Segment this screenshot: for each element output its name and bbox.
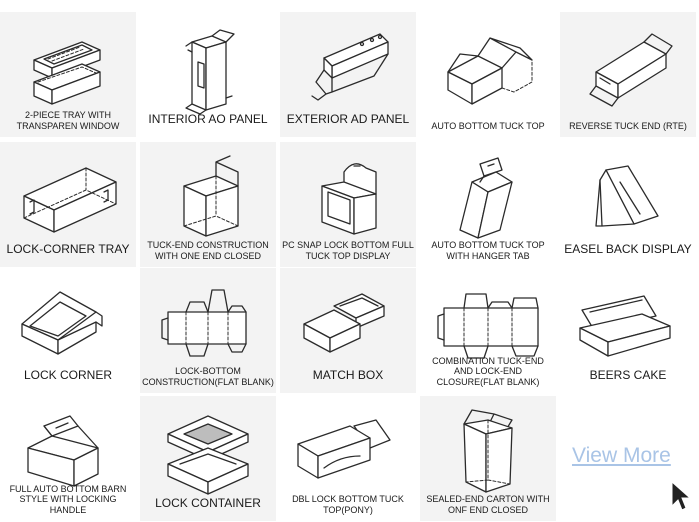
tile-label: AUTO BOTTOM TUCK TOP WITH HANGER TAB (431, 240, 545, 261)
sealed-end-carton-icon (463, 409, 513, 493)
tile-tuck-end[interactable]: TUCK-END CONSTRUCTION WITH ONE END CLOSE… (140, 142, 276, 267)
tile-label: BEERS CAKE (589, 368, 667, 383)
auto-bottom-tuck-top-icon (447, 37, 533, 105)
tuck-end-box-icon (183, 155, 239, 237)
tile-label: LOCK-CORNER TRAY (6, 242, 130, 257)
tile-auto-bottom-tuck-top[interactable]: AUTO BOTTOM TUCK TOP (420, 12, 556, 137)
tile-hanger-tab[interactable]: AUTO BOTTOM TUCK TOP WITH HANGER TAB (420, 142, 556, 267)
view-more-link[interactable]: View More (572, 444, 671, 467)
beers-cake-box-icon (579, 295, 671, 357)
two-piece-tray-icon (33, 41, 101, 105)
interior-panel-box-icon (185, 29, 235, 115)
tile-combination-blank[interactable]: COMBINATION TUCK-END AND LOCK-END CLOSUR… (420, 268, 556, 393)
tile-label: DBL LOCK BOTTOM TUCK TOP(PONY) (292, 494, 404, 515)
tile-exterior-panel[interactable]: EXTERIOR AD PANEL (280, 12, 416, 137)
tile-pony-box[interactable]: DBL LOCK BOTTOM TUCK TOP(PONY) (280, 396, 416, 521)
tile-lock-corner-tray[interactable]: LOCK-CORNER TRAY (0, 142, 136, 267)
tile-lock-corner[interactable]: LOCK CORNER (0, 268, 136, 393)
combination-flat-blank-icon (437, 293, 539, 359)
flat-blank-icon (161, 289, 247, 357)
lock-corner-tray-icon (23, 167, 117, 233)
tile-label: TUCK-END CONSTRUCTION WITH ONE END CLOSE… (147, 240, 269, 261)
snap-lock-display-icon (321, 163, 377, 235)
tile-label: INTERIOR AO PANEL (148, 112, 268, 127)
tile-match-box[interactable]: MATCH BOX (280, 268, 416, 393)
match-box-icon (303, 293, 385, 353)
exterior-panel-box-icon (311, 33, 389, 101)
barn-style-handle-box-icon (27, 415, 99, 487)
tile-beers-cake[interactable]: BEERS CAKE (560, 268, 696, 393)
tile-label: LOCK-BOTTOM CONSTRUCTION(FLAT BLANK) (142, 366, 274, 387)
tile-reverse-tuck-end[interactable]: REVERSE TUCK END (RTE) (560, 12, 696, 137)
tile-interior-panel[interactable]: INTERIOR AO PANEL (140, 12, 276, 137)
tile-label: FULL AUTO BOTTOM BARN STYLE WITH LOCKING… (9, 483, 127, 515)
tile-label: LOCK CONTAINER (155, 496, 261, 511)
lock-container-icon (167, 415, 249, 495)
tile-label: AUTO BOTTOM TUCK TOP (431, 120, 545, 131)
tile-label: EASEL BACK DISPLAY (564, 242, 692, 257)
tile-sealed-end[interactable]: SEALED-END CARTON WITH ONF END CLOSED (420, 396, 556, 521)
tile-lock-container[interactable]: LOCK CONTAINER (140, 396, 276, 521)
tile-easel-back[interactable]: EASEL BACK DISPLAY (560, 142, 696, 267)
tile-label: PC SNAP LOCK BOTTOM FULL TUCK TOP DISPLA… (282, 240, 414, 261)
tile-label: MATCH BOX (312, 368, 384, 383)
tile-barn-style[interactable]: FULL AUTO BOTTOM BARN STYLE WITH LOCKING… (0, 396, 136, 521)
tile-label: LOCK CORNER (23, 368, 112, 383)
tile-label: REVERSE TUCK END (RTE) (569, 120, 687, 131)
tile-snap-lock-display[interactable]: PC SNAP LOCK BOTTOM FULL TUCK TOP DISPLA… (280, 142, 416, 267)
tile-label: SEALED-END CARTON WITH ONF END CLOSED (426, 494, 550, 515)
hanger-tab-box-icon (459, 157, 513, 239)
tile-label: EXTERIOR AD PANEL (286, 112, 410, 127)
tile-label: COMBINATION TUCK-END AND LOCK-END CLOSUR… (432, 355, 544, 387)
pony-box-icon (297, 419, 391, 479)
lock-corner-box-icon (21, 291, 103, 355)
tile-label: 2-PIECE TRAY WITH TRANSPAREN WINDOW (16, 110, 120, 131)
reverse-tuck-end-icon (589, 33, 673, 107)
tile-flat-blank[interactable]: LOCK-BOTTOM CONSTRUCTION(FLAT BLANK) (140, 268, 276, 393)
mouse-pointer-icon (671, 480, 692, 511)
tile-two-piece-tray[interactable]: 2-PIECE TRAY WITH TRANSPAREN WINDOW (0, 12, 136, 137)
easel-back-display-icon (595, 165, 659, 227)
